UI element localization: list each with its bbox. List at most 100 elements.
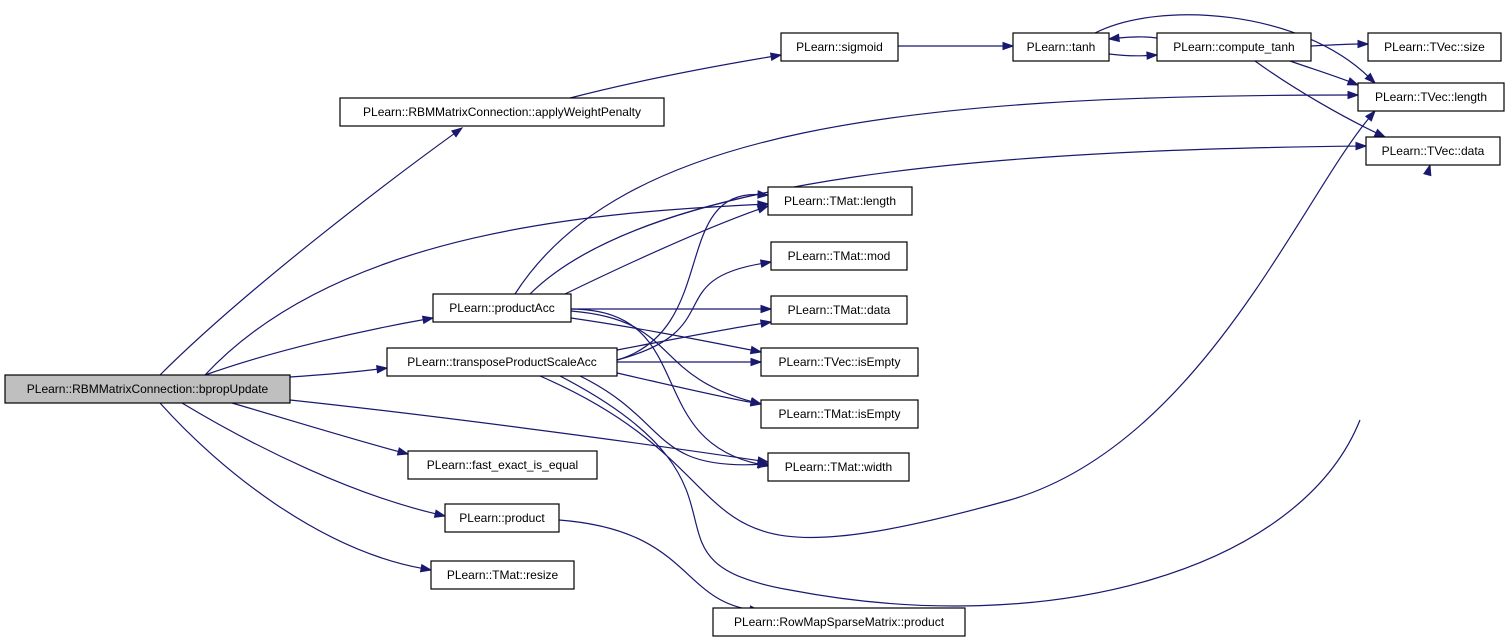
- node-tanh[interactable]: PLearn::tanh: [1012, 32, 1110, 62]
- node-box[interactable]: [1357, 82, 1505, 112]
- edge-tpsa-to-tvdata: [559, 163, 1432, 607]
- node-box[interactable]: [780, 32, 899, 62]
- edge-prodacc-to-tvdata: [529, 141, 1368, 295]
- edge-bprop-to-fastexact: [231, 402, 410, 456]
- node-sigmoid[interactable]: PLearn::sigmoid: [780, 32, 899, 62]
- node-tvsize[interactable]: PLearn::TVec::size: [1367, 32, 1502, 62]
- node-box[interactable]: [760, 399, 919, 429]
- arrowhead: [1357, 39, 1370, 49]
- edge-line: [289, 368, 380, 378]
- node-tmdata[interactable]: PLearn::TMat::data: [770, 295, 908, 325]
- node-fastexact[interactable]: PLearn::fast_exact_is_equal: [407, 450, 598, 480]
- node-label: PLearn::TVec::size: [1384, 40, 1485, 54]
- arrowhead: [759, 319, 773, 328]
- node-tmmod[interactable]: PLearn::TMat::mod: [770, 241, 908, 271]
- edge-tpsa-to-tmisempty: [616, 372, 763, 407]
- arrowhead: [759, 259, 773, 268]
- node-box[interactable]: [767, 186, 913, 216]
- node-rmsmprod[interactable]: PLearn::RowMapSparseMatrix::product: [712, 607, 966, 637]
- arrowhead: [1347, 90, 1360, 100]
- node-bprop[interactable]: PLearn::RBMMatrixConnection::bpropUpdate: [4, 374, 291, 404]
- arrowhead: [757, 190, 770, 199]
- edge-line: [559, 375, 1361, 607]
- edge-ctanh-to-tvsize: [1310, 39, 1370, 49]
- node-label: PLearn::TMat::isEmpty: [778, 407, 900, 421]
- node-box[interactable]: [339, 97, 665, 127]
- node-box[interactable]: [1365, 136, 1501, 166]
- edge-line: [1310, 43, 1361, 47]
- arrowhead: [757, 460, 770, 469]
- node-label: PLearn::TVec::length: [1375, 90, 1487, 104]
- node-label: PLearn::RBMMatrixConnection::bpropUpdate: [27, 382, 269, 396]
- node-box[interactable]: [712, 607, 966, 637]
- node-box[interactable]: [444, 503, 560, 533]
- arrowhead: [749, 397, 763, 407]
- node-product[interactable]: PLearn::product: [444, 503, 560, 533]
- node-tmlength[interactable]: PLearn::TMat::length: [767, 186, 913, 216]
- node-resize[interactable]: PLearn::TMat::resize: [430, 560, 575, 590]
- node-prodacc[interactable]: PLearn::productAcc: [432, 293, 572, 323]
- edge-line: [570, 317, 754, 352]
- node-box[interactable]: [770, 295, 908, 325]
- arrowhead: [769, 52, 783, 61]
- node-label: PLearn::product: [459, 511, 545, 525]
- edge-line: [1289, 60, 1351, 83]
- arrowhead: [419, 563, 433, 573]
- edges-layer: [159, 14, 1432, 614]
- node-label: PLearn::RBMMatrixConnection::applyWeight…: [363, 105, 641, 119]
- edge-line: [159, 402, 424, 570]
- node-box[interactable]: [1156, 32, 1312, 62]
- node-tpsa[interactable]: PLearn::transposeProductScaleAcc: [386, 347, 618, 377]
- node-tvisempty[interactable]: PLearn::TVec::isEmpty: [760, 347, 919, 377]
- edge-tpsa-to-tmdata: [616, 319, 773, 351]
- edge-line: [231, 402, 401, 453]
- edge-line: [1116, 36, 1158, 39]
- edge-prodacc-to-tvisempty: [570, 317, 763, 355]
- node-label: PLearn::TMat::length: [784, 194, 896, 208]
- edge-line: [289, 399, 761, 462]
- edge-prodacc-to-tmlength: [564, 205, 770, 295]
- node-label: PLearn::productAcc: [449, 301, 554, 315]
- node-tvdata[interactable]: PLearn::TVec::data: [1365, 136, 1501, 166]
- edge-line: [616, 193, 761, 361]
- node-box[interactable]: [430, 560, 575, 590]
- node-box[interactable]: [770, 241, 908, 271]
- edge-line: [558, 519, 753, 611]
- arrowhead: [750, 357, 763, 367]
- node-label: PLearn::fast_exact_is_equal: [427, 458, 578, 472]
- node-label: PLearn::compute_tanh: [1173, 40, 1294, 54]
- edge-ctanh-to-tvlength: [1289, 60, 1360, 86]
- arrowhead: [376, 365, 389, 374]
- node-box[interactable]: [407, 450, 598, 480]
- node-tvlength[interactable]: PLearn::TVec::length: [1357, 82, 1505, 112]
- edge-line: [616, 262, 764, 361]
- arrowhead: [760, 304, 773, 314]
- edge-line: [514, 94, 1351, 295]
- edge-line: [1094, 14, 1370, 78]
- arrowhead: [1423, 163, 1432, 177]
- node-label: PLearn::TMat::mod: [788, 249, 891, 263]
- node-ctanh[interactable]: PLearn::compute_tanh: [1156, 32, 1312, 62]
- edge-bprop-to-tpsa: [289, 365, 389, 378]
- edge-tpsa-to-tvlength: [539, 109, 1376, 539]
- node-box[interactable]: [1367, 32, 1502, 62]
- edge-bprop-to-applyWP: [159, 127, 464, 376]
- edge-ctanh-to-tanh: [1107, 33, 1158, 43]
- edge-line: [616, 322, 764, 351]
- node-box[interactable]: [386, 347, 618, 377]
- node-tmisempty[interactable]: PLearn::TMat::isEmpty: [760, 399, 919, 429]
- node-box[interactable]: [1012, 32, 1110, 62]
- node-tmwidth[interactable]: PLearn::TMat::width: [767, 452, 910, 482]
- edge-line: [564, 208, 761, 295]
- node-label: PLearn::transposeProductScaleAcc: [407, 355, 596, 369]
- arrowhead: [756, 205, 770, 214]
- node-box[interactable]: [760, 347, 919, 377]
- edge-prodacc-to-tmdata: [571, 304, 773, 314]
- node-box[interactable]: [767, 452, 910, 482]
- node-box[interactable]: [4, 374, 291, 404]
- edge-line: [539, 116, 1371, 539]
- edge-bprop-to-resize: [159, 402, 433, 573]
- node-applyWP[interactable]: PLearn::RBMMatrixConnection::applyWeight…: [339, 97, 665, 127]
- arrowhead: [1373, 128, 1387, 138]
- node-box[interactable]: [432, 293, 572, 323]
